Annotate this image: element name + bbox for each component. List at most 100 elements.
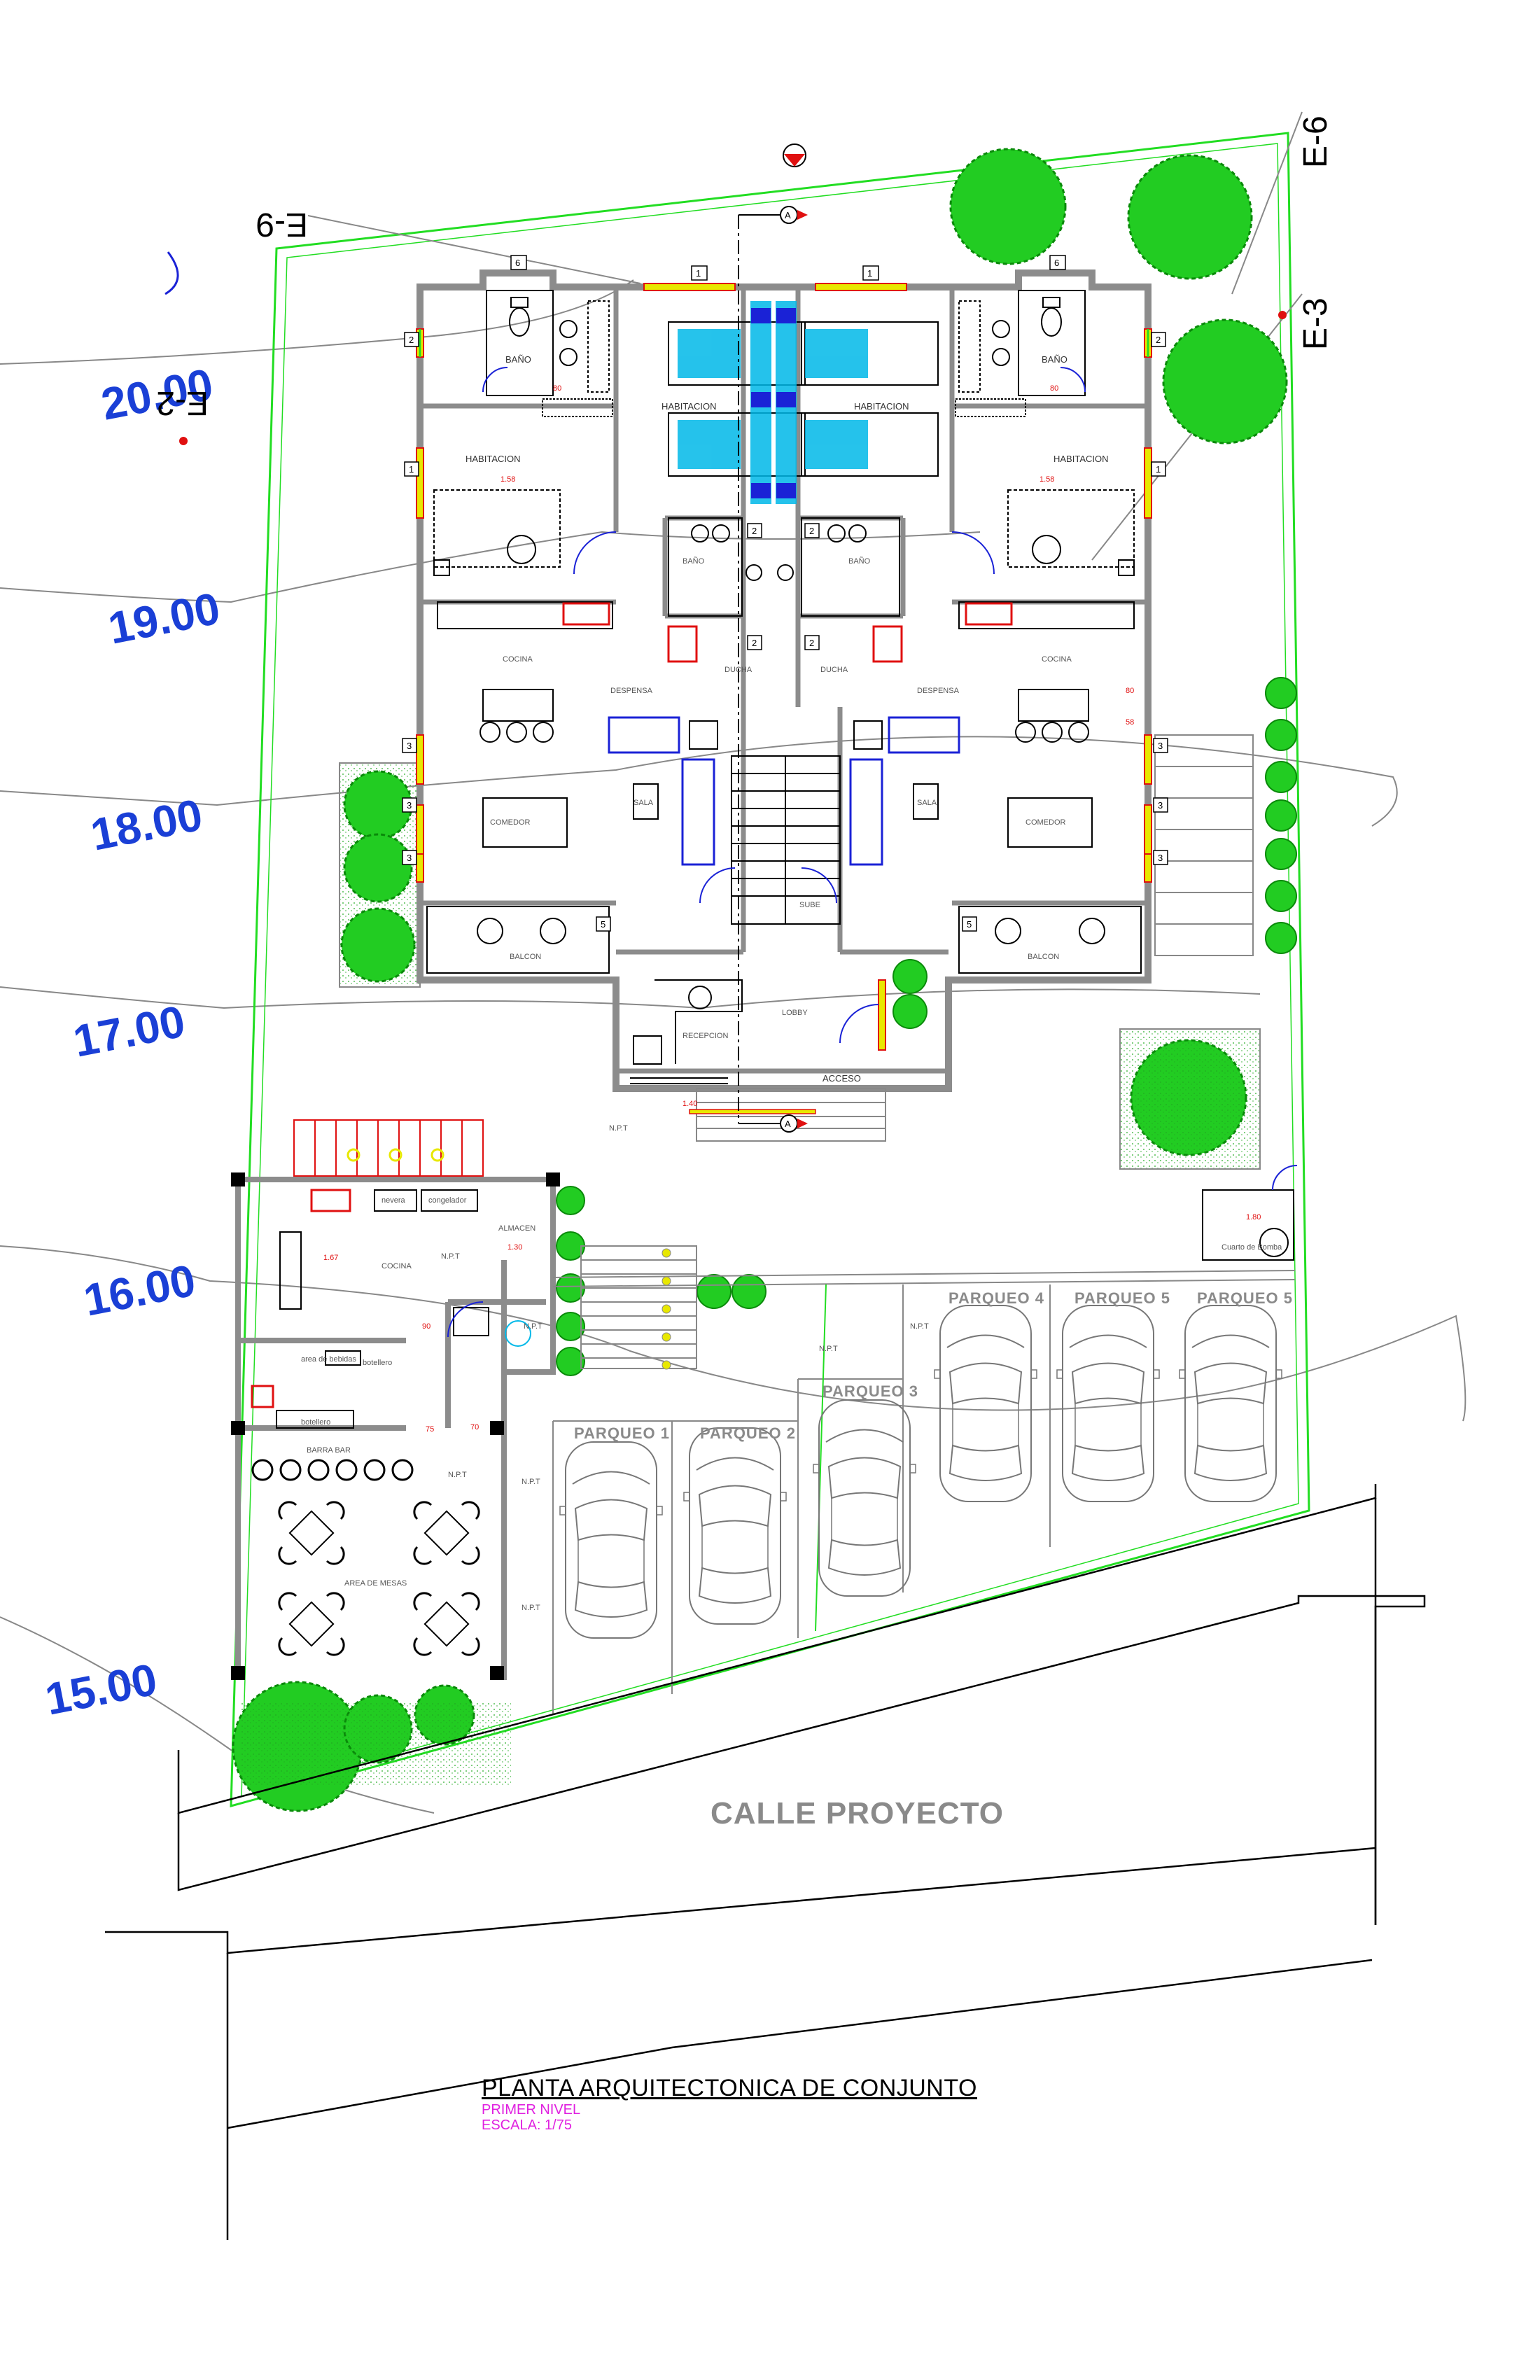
svg-text:3: 3 xyxy=(1158,741,1163,751)
svg-text:BAÑO: BAÑO xyxy=(682,556,705,566)
svg-text:Cuarto de Bomba: Cuarto de Bomba xyxy=(1222,1243,1282,1252)
svg-text:3: 3 xyxy=(407,853,412,863)
svg-text:BARRA BAR: BARRA BAR xyxy=(307,1446,351,1455)
svg-text:6: 6 xyxy=(1054,258,1059,268)
svg-text:70: 70 xyxy=(470,1423,479,1432)
svg-text:BAÑO: BAÑO xyxy=(1042,354,1068,365)
room-labels: BAÑO BAÑO HABITACION HABITACION HABITACI… xyxy=(301,354,1282,1612)
svg-text:1: 1 xyxy=(867,268,872,279)
svg-text:80: 80 xyxy=(1126,687,1134,695)
svg-text:DUCHA: DUCHA xyxy=(724,666,752,674)
bathroom-right xyxy=(958,290,1086,396)
svg-text:ALMACEN: ALMACEN xyxy=(498,1224,536,1233)
svg-text:N.P.T: N.P.T xyxy=(609,1124,628,1133)
svg-text:80: 80 xyxy=(1050,384,1058,393)
svg-text:1.58: 1.58 xyxy=(500,475,515,484)
svg-text:1.67: 1.67 xyxy=(323,1254,338,1262)
svg-text:3: 3 xyxy=(407,800,412,811)
svg-text:HABITACION: HABITACION xyxy=(662,401,717,412)
parking-label-5b: PARQUEO 5 xyxy=(1197,1289,1293,1307)
svg-text:BAÑO: BAÑO xyxy=(505,354,531,365)
elevation-tag-e2: E-2 xyxy=(156,384,209,421)
svg-text:1.58: 1.58 xyxy=(1040,475,1054,484)
parking-area xyxy=(552,1270,1296,1715)
svg-text:3: 3 xyxy=(407,741,412,751)
svg-text:DUCHA: DUCHA xyxy=(820,666,848,674)
svg-text:DESPENSA: DESPENSA xyxy=(917,687,960,695)
svg-text:58: 58 xyxy=(1126,718,1134,727)
svg-text:N.P.T: N.P.T xyxy=(910,1322,929,1331)
svg-text:3: 3 xyxy=(1158,800,1163,811)
svg-text:SUBE: SUBE xyxy=(799,901,820,909)
window-tags xyxy=(402,255,1168,932)
parking-label-2: PARQUEO 2 xyxy=(700,1424,796,1442)
svg-text:5: 5 xyxy=(967,919,972,930)
svg-text:COCINA: COCINA xyxy=(503,655,533,664)
svg-text:LOBBY: LOBBY xyxy=(782,1009,808,1017)
contour-label-18: 18.00 xyxy=(87,790,206,860)
restaurant-walls xyxy=(235,1177,556,1680)
svg-text:A: A xyxy=(785,1119,791,1129)
svg-text:HABITACION: HABITACION xyxy=(1054,454,1109,464)
svg-text:2: 2 xyxy=(752,526,757,536)
parking-label-5a: PARQUEO 5 xyxy=(1074,1289,1170,1307)
svg-text:1: 1 xyxy=(696,268,701,279)
svg-text:AREA DE MESAS: AREA DE MESAS xyxy=(344,1579,407,1588)
title-block: PLANTA ARQUITECTONICA DE CONJUNTO PRIMER… xyxy=(482,2075,1042,2133)
svg-text:1: 1 xyxy=(409,464,414,475)
svg-text:ACCESO: ACCESO xyxy=(822,1073,861,1084)
svg-text:botellero: botellero xyxy=(301,1418,330,1427)
svg-text:N.P.T: N.P.T xyxy=(522,1478,540,1486)
svg-text:COMEDOR: COMEDOR xyxy=(490,818,531,827)
svg-text:1.40: 1.40 xyxy=(682,1100,697,1108)
svg-text:SALA: SALA xyxy=(917,799,937,807)
contour-label-19: 19.00 xyxy=(104,583,224,654)
svg-text:A: A xyxy=(785,210,791,220)
building-walls xyxy=(416,270,1152,1092)
svg-text:1.80: 1.80 xyxy=(1246,1213,1261,1222)
svg-text:nevera: nevera xyxy=(382,1196,406,1205)
contour-label-17: 17.00 xyxy=(69,996,189,1067)
parking-label-1: PARQUEO 1 xyxy=(574,1424,670,1442)
svg-text:DESPENSA: DESPENSA xyxy=(610,687,653,695)
svg-text:2: 2 xyxy=(752,638,757,648)
svg-text:N.P.T: N.P.T xyxy=(441,1252,460,1261)
parking-label-4: PARQUEO 4 xyxy=(948,1289,1044,1307)
svg-text:COMEDOR: COMEDOR xyxy=(1026,818,1066,827)
svg-text:COCINA: COCINA xyxy=(382,1262,412,1270)
svg-text:N.P.T: N.P.T xyxy=(448,1471,467,1479)
pump-room xyxy=(1202,1189,1294,1261)
svg-text:3: 3 xyxy=(1158,853,1163,863)
dimensions: 1.58 1.58 80 80 80 58 1.30 1.67 90 75 70… xyxy=(323,384,1261,1434)
svg-text:congelador: congelador xyxy=(428,1196,467,1205)
svg-text:2: 2 xyxy=(409,335,414,345)
drawing-title: PLANTA ARQUITECTONICA DE CONJUNTO xyxy=(482,2075,977,2101)
svg-text:1.30: 1.30 xyxy=(507,1243,522,1252)
svg-text:SALA: SALA xyxy=(634,799,654,807)
street xyxy=(105,1484,1426,2240)
svg-text:5: 5 xyxy=(601,919,606,930)
svg-text:N.P.T: N.P.T xyxy=(819,1345,838,1353)
bathroom-left xyxy=(486,290,610,396)
svg-text:area de bebidas: area de bebidas xyxy=(301,1355,356,1364)
property-line xyxy=(230,132,1310,1807)
svg-text:90: 90 xyxy=(422,1322,430,1331)
elevation-tag-e3: E-3 xyxy=(1297,298,1334,350)
svg-text:HABITACION: HABITACION xyxy=(465,454,521,464)
elevation-tag-e9: E-9 xyxy=(255,206,308,243)
section-marker: A A xyxy=(738,144,808,1133)
svg-text:BAÑO: BAÑO xyxy=(848,556,871,566)
svg-text:2: 2 xyxy=(809,638,814,648)
svg-text:N.P.T: N.P.T xyxy=(522,1604,540,1612)
svg-text:2: 2 xyxy=(809,526,814,536)
svg-text:HABITACION: HABITACION xyxy=(854,401,909,412)
svg-text:BALCON: BALCON xyxy=(1028,953,1059,961)
svg-text:75: 75 xyxy=(426,1425,434,1434)
street-name: CALLE PROYECTO xyxy=(710,1796,1004,1830)
parking-label-3: PARQUEO 3 xyxy=(822,1382,918,1400)
svg-text:RECEPCION: RECEPCION xyxy=(682,1032,728,1040)
contour-label-16: 16.00 xyxy=(80,1255,200,1326)
svg-text:6: 6 xyxy=(515,258,520,268)
